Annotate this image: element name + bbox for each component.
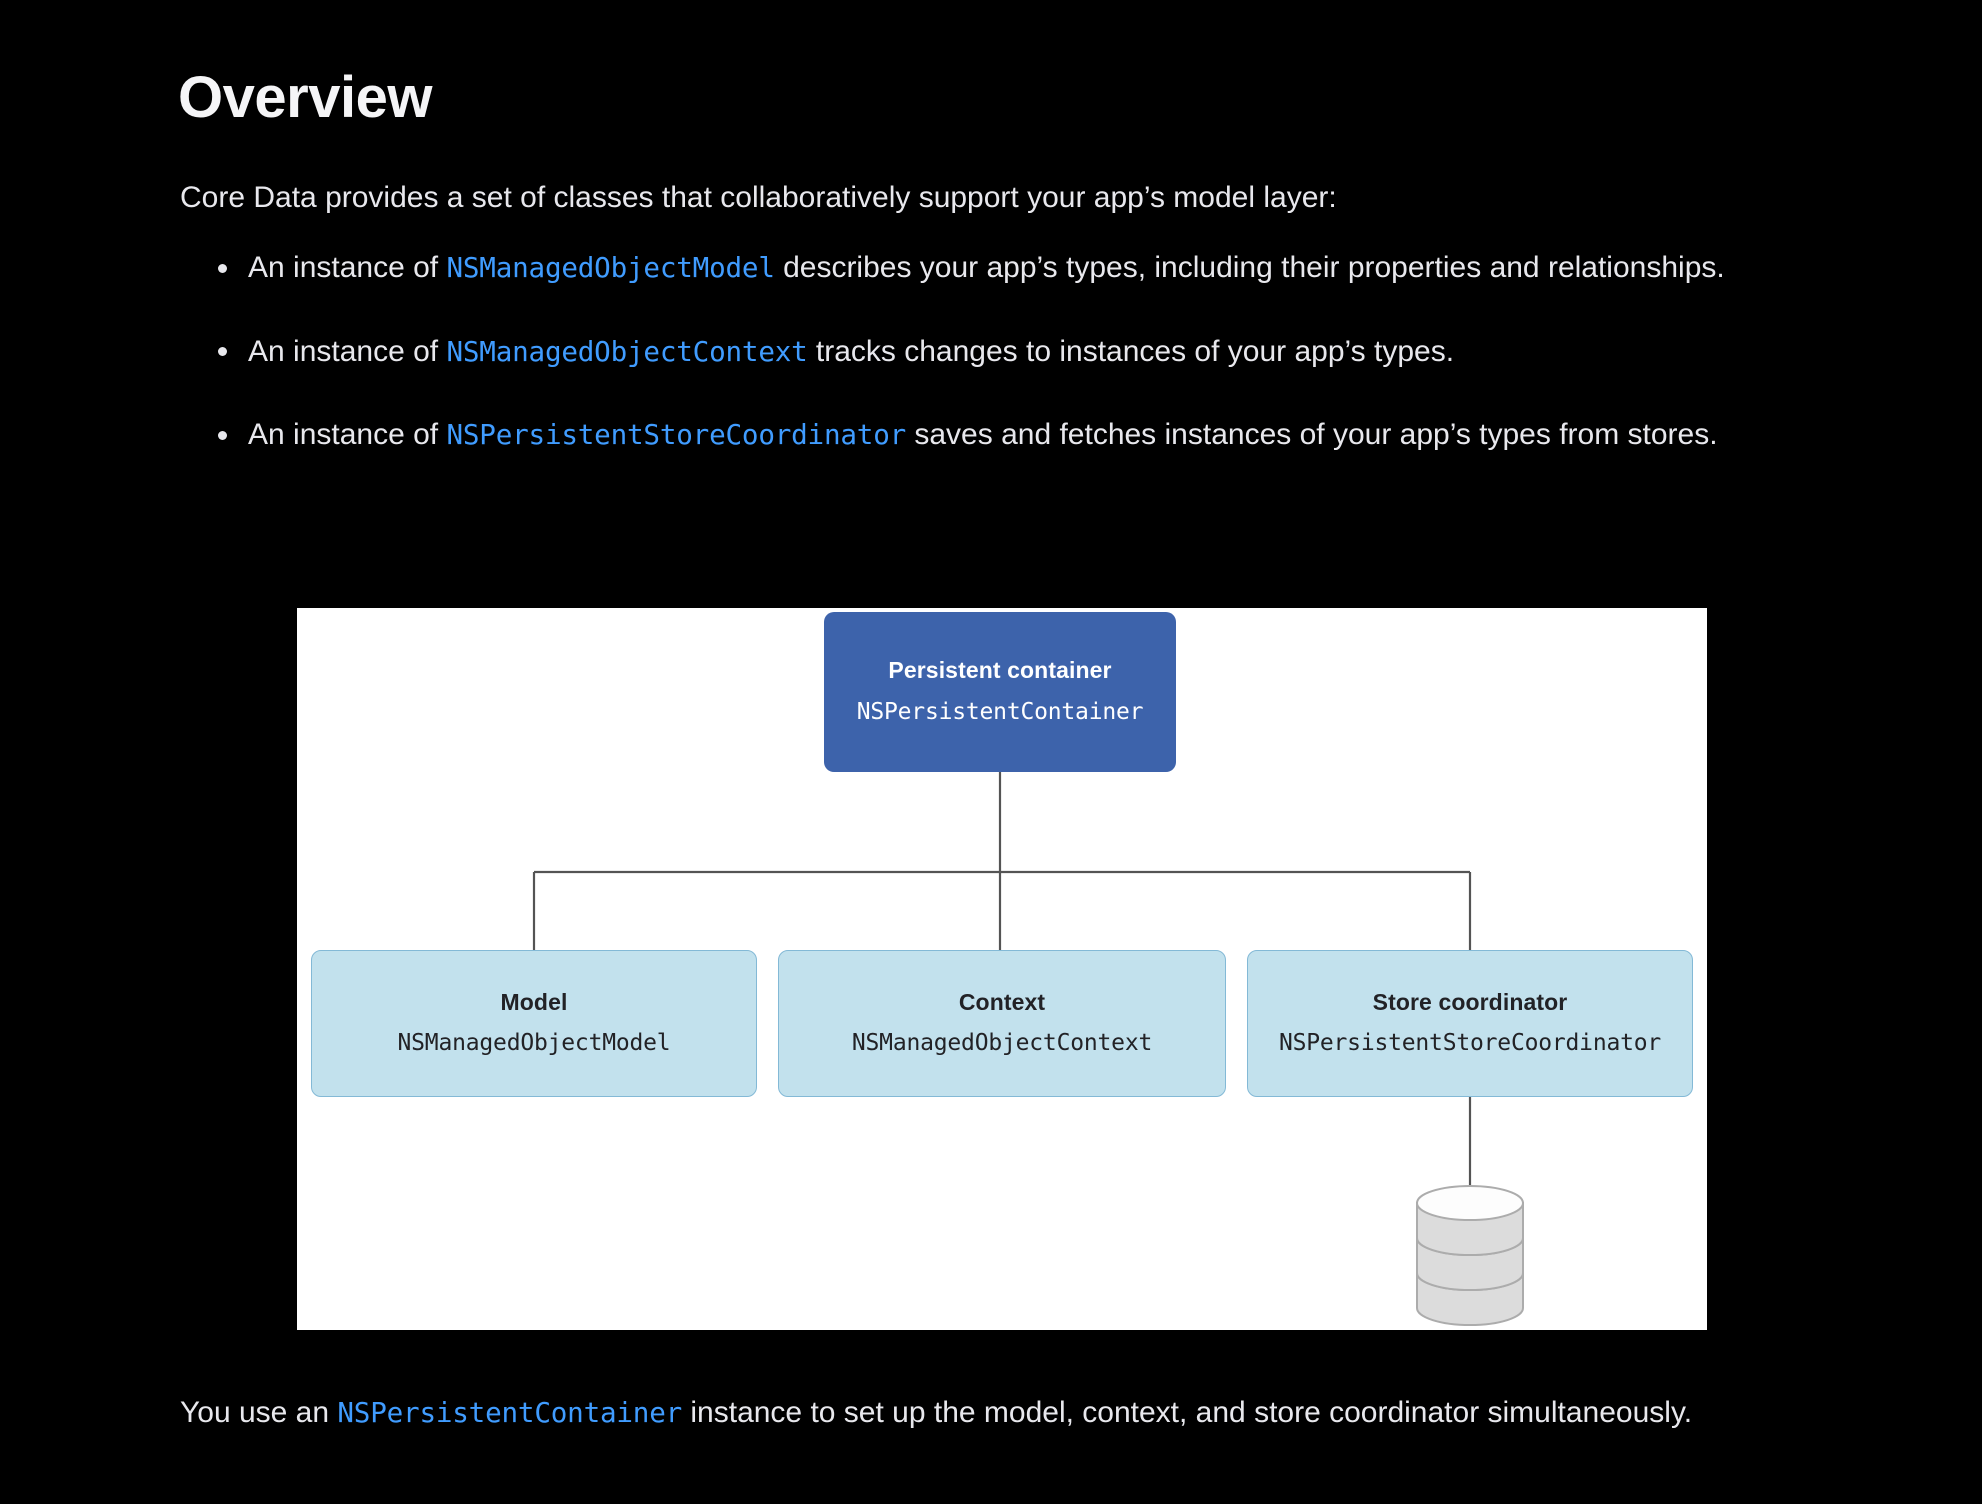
bullet-dot-icon bbox=[218, 430, 227, 440]
node-class-name: NSManagedObjectModel bbox=[397, 1030, 671, 1057]
node-context[interactable]: Context NSManagedObjectContext bbox=[778, 950, 1226, 1097]
code-link-nsmanagedobjectmodel[interactable]: NSManagedObjectModel bbox=[446, 251, 775, 284]
bullet-text-pre: An instance of bbox=[248, 334, 447, 368]
node-store-coordinator[interactable]: Store coordinator NSPersistentStoreCoord… bbox=[1247, 950, 1693, 1097]
list-item: An instance of NSPersistentStoreCoordina… bbox=[218, 412, 1898, 458]
node-title: Persistent container bbox=[888, 657, 1112, 684]
diagram-connectors bbox=[532, 772, 1524, 1326]
closing-paragraph: You use an NSPersistentContainer instanc… bbox=[180, 1390, 1880, 1436]
database-cylinder-icon bbox=[1416, 1185, 1524, 1326]
overview-bullet-list: An instance of NSManagedObjectModel desc… bbox=[218, 245, 1898, 458]
node-class-name: NSPersistentContainer bbox=[856, 698, 1144, 725]
intro-paragraph: Core Data provides a set of classes that… bbox=[180, 181, 1337, 214]
list-item: An instance of NSManagedObjectModel desc… bbox=[218, 245, 1898, 291]
core-data-stack-diagram: Persistent container NSPersistentContain… bbox=[297, 608, 1707, 1330]
code-link-nspersistentcontainer[interactable]: NSPersistentContainer bbox=[337, 1396, 683, 1429]
node-title: Model bbox=[500, 988, 568, 1015]
bullet-dot-icon bbox=[218, 263, 227, 273]
closing-text-post: instance to set up the model, context, a… bbox=[682, 1396, 1693, 1429]
bullet-text-pre: An instance of bbox=[248, 251, 447, 284]
node-class-name: NSManagedObjectContext bbox=[851, 1030, 1153, 1057]
page-title: Overview bbox=[178, 65, 432, 130]
node-title: Store coordinator bbox=[1372, 988, 1568, 1015]
bullet-dot-icon bbox=[218, 347, 227, 357]
closing-text-pre: You use an bbox=[180, 1396, 338, 1429]
code-link-nsmanagedobjectcontext[interactable]: NSManagedObjectContext bbox=[446, 334, 808, 368]
node-class-name: NSPersistentStoreCoordinator bbox=[1278, 1030, 1662, 1057]
bullet-text-pre: An instance of bbox=[248, 418, 447, 452]
node-model[interactable]: Model NSManagedObjectModel bbox=[311, 950, 757, 1097]
list-item: An instance of NSManagedObjectContext tr… bbox=[218, 329, 1898, 375]
node-persistent-container[interactable]: Persistent container NSPersistentContain… bbox=[824, 612, 1176, 772]
bullet-text-post: tracks changes to instances of your app’… bbox=[807, 334, 1455, 368]
bullet-text-post: describes your app’s types, including th… bbox=[774, 251, 1725, 284]
bullet-text-post: saves and fetches instances of your app’… bbox=[906, 418, 1718, 452]
code-link-nspersistentstorecoordinator[interactable]: NSPersistentStoreCoordinator bbox=[446, 418, 907, 452]
node-title: Context bbox=[958, 988, 1046, 1015]
